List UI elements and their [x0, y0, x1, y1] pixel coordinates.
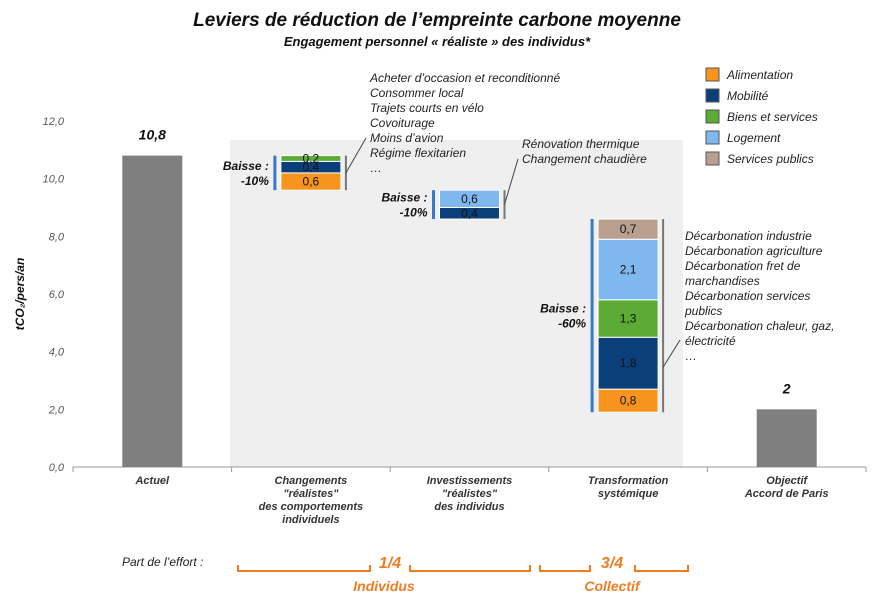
lever-annotation: Trajets courts en vélo: [370, 101, 484, 115]
lever-annotation: Acheter d’occasion et reconditionné: [369, 71, 560, 85]
y-tick-label: 2,0: [48, 404, 65, 416]
category-label: Actuel: [134, 475, 170, 487]
segment-value-label: 2,1: [620, 262, 637, 276]
category-label: Accord de Paris: [744, 488, 829, 500]
segment-value-label: 0,6: [303, 175, 320, 189]
annotation-connector: [345, 137, 367, 174]
baisse-percent: -60%: [558, 317, 586, 331]
lever-annotation: Décarbonation agriculture: [685, 244, 823, 258]
y-tick-label: 4,0: [49, 347, 65, 359]
lever-annotation: Régime flexitarien: [370, 146, 466, 160]
effort-fraction-individus: 1/4: [379, 555, 401, 572]
segment-value-label: 0,8: [620, 394, 637, 408]
lever-annotation: Moins d’avion: [370, 131, 444, 145]
stacked-segment: [439, 189, 500, 208]
baisse-label: Baisse :: [540, 302, 586, 316]
chart-title: Leviers de réduction de l’empreinte carb…: [193, 10, 681, 31]
lever-annotation: publics: [684, 304, 722, 318]
total-bar-label: 2: [782, 380, 791, 396]
baisse-label: Baisse :: [381, 191, 427, 205]
category-label: Transformation: [588, 475, 669, 487]
lever-annotation: Covoiturage: [370, 116, 435, 130]
effort-bracket-individus-left: [237, 565, 371, 572]
legend-label: Logement: [727, 131, 781, 145]
category-label: Objectif: [766, 475, 808, 487]
legend-swatch: [705, 151, 720, 166]
legend-label: Mobilité: [727, 89, 769, 103]
legend-swatch: [705, 109, 720, 124]
segment-value-label: 0,2: [303, 151, 320, 165]
y-tick-label: 0,0: [49, 462, 65, 474]
stacked-segment: [280, 155, 342, 162]
category-label: Changements: [275, 475, 348, 487]
lever-annotation: Rénovation thermique: [522, 137, 640, 151]
baisse-label: Baisse :: [223, 159, 269, 173]
y-tick-label: 8,0: [49, 231, 65, 243]
lever-annotation: Décarbonation industrie: [685, 229, 812, 243]
legend-label: Alimentation: [726, 68, 793, 82]
category-label: Investissements: [427, 475, 513, 487]
category-label: systémique: [598, 488, 659, 500]
chart-subtitle: Engagement personnel « réaliste » des in…: [284, 34, 591, 49]
category-label: "réalistes": [442, 488, 498, 500]
total-bar-label: 10,8: [139, 127, 166, 143]
lever-annotation: …: [685, 349, 697, 363]
category-label: individuels: [282, 514, 339, 526]
category-label: des individus: [434, 501, 504, 513]
stacked-segment: [597, 238, 659, 301]
segment-value-label: 0,7: [620, 222, 637, 236]
effort-bracket-collectif-left: [539, 565, 591, 572]
effort-fraction-collectif: 3/4: [601, 555, 623, 572]
stacked-segment: [597, 218, 659, 240]
segment-value-label: 1,3: [620, 312, 637, 326]
legend-label: Biens et services: [727, 110, 818, 124]
lever-annotation: Décarbonation chaleur, gaz,: [685, 319, 834, 333]
segment-value-label: 0,4: [303, 160, 320, 174]
total-bar: [756, 409, 817, 467]
lever-annotation: électricité: [685, 334, 736, 348]
effort-bracket-collectif-right: [634, 565, 689, 572]
category-label: "réalistes": [283, 488, 339, 500]
baisse-percent: -10%: [399, 206, 427, 220]
y-tick-label: 6,0: [49, 289, 65, 301]
lever-annotation: Consommer local: [370, 86, 464, 100]
y-axis-label: tCO₂/pers/an: [13, 258, 27, 331]
y-tick-label: 10,0: [43, 174, 65, 186]
legend-swatch: [705, 88, 720, 103]
lever-annotation: Décarbonation services: [685, 289, 810, 303]
legend-label: Services publics: [727, 152, 814, 166]
lever-annotation: …: [370, 161, 382, 175]
baisse-percent: -10%: [241, 174, 269, 188]
segment-value-label: 0,4: [461, 206, 478, 220]
segment-value-label: 1,8: [620, 356, 637, 370]
lever-annotation: marchandises: [685, 274, 760, 288]
legend-swatch: [705, 130, 720, 145]
effort-bracket-individus-right: [409, 565, 531, 572]
effort-label: Part de l’effort :: [122, 555, 203, 569]
category-label: des comportements: [259, 501, 364, 513]
lever-annotation: Décarbonation fret de: [685, 259, 801, 273]
segment-value-label: 0,6: [461, 192, 478, 206]
stacked-segment: [597, 336, 659, 390]
lever-annotation: Changement chaudière: [522, 152, 647, 166]
legend-swatch: [705, 67, 720, 82]
annotation-connector: [662, 339, 681, 368]
annotation-connector: [504, 158, 519, 205]
y-tick-label: 12,0: [43, 116, 65, 128]
stacked-segment: [597, 299, 659, 338]
total-bar: [122, 155, 183, 467]
effort-group-collectif: Collectif: [584, 578, 641, 594]
effort-group-individus: Individus: [353, 578, 415, 594]
